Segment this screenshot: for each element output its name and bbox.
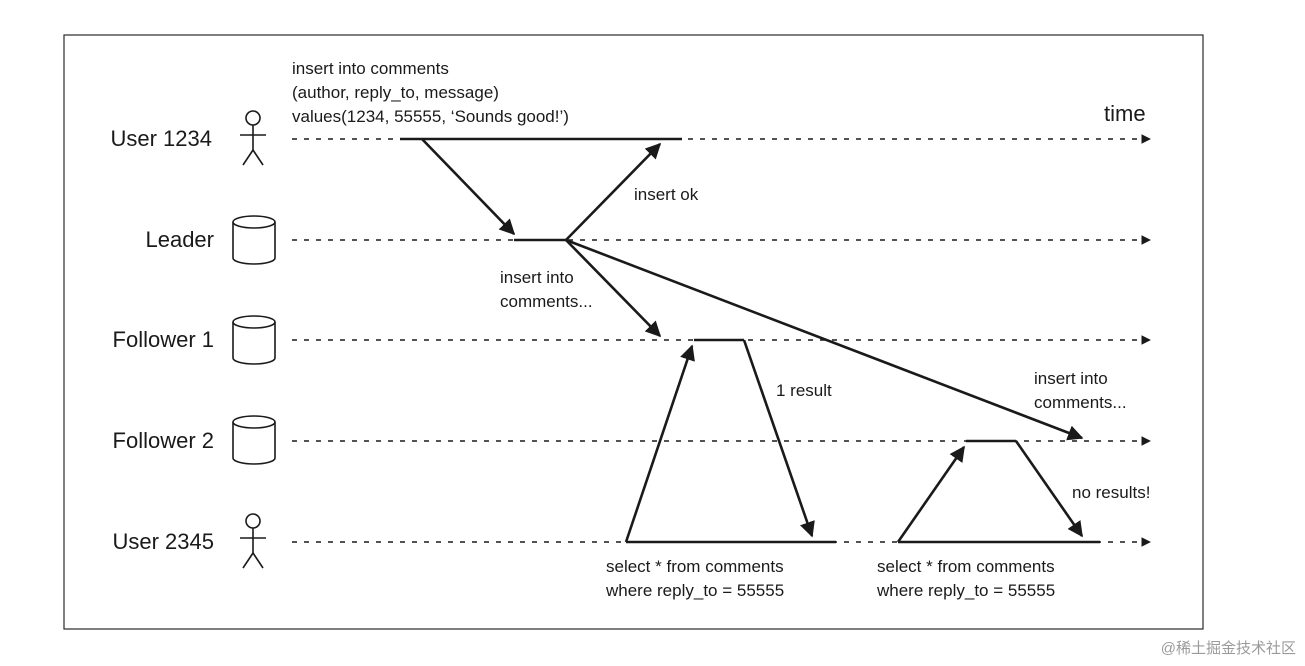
replicate-follower-1-line-2: comments... [500,292,593,311]
arrow-no-results [1014,440,1084,538]
user-icon [240,513,266,569]
query-2-line-2: where reply_to = 55555 [876,581,1055,600]
lane-label-user-2345: User 2345 [112,529,214,554]
user-icon [240,110,266,166]
replicate-follower-2-line-1: insert into [1034,369,1108,388]
database-icon [232,315,276,365]
replicate-follower-1-line-1: insert into [500,268,574,287]
database-icon [232,415,276,465]
lane-label-follower-1: Follower 1 [113,327,214,352]
no-results-label: no results! [1072,483,1150,502]
lane-label-follower-2: Follower 2 [113,428,214,453]
lane-label-leader: Leader [145,227,214,252]
watermark-text: @稀土掘金技术社区 [1161,640,1296,657]
arrow-query-2-to-follower-2 [896,445,966,543]
time-axis-label: time [1104,101,1146,126]
arrow-insert-ok [565,142,662,241]
arrow-write-to-leader [421,138,516,236]
query-1-line-1: select * from comments [606,557,784,576]
insert-statement-line-1: insert into comments [292,59,449,78]
query-1-line-2: where reply_to = 55555 [605,581,784,600]
insert-ok-label: insert ok [634,185,699,204]
arrow-one-result [742,339,815,538]
query-2-line-1: select * from comments [877,557,1055,576]
arrow-replicate-follower-1 [565,239,662,338]
diagram-frame [63,34,1204,630]
lane-label-user-1234: User 1234 [110,126,212,151]
replicate-follower-2-line-2: comments... [1034,393,1127,412]
arrow-replicate-follower-2 [565,238,1084,441]
one-result-label: 1 result [776,381,832,400]
database-icon [232,215,276,265]
arrow-query-1-to-follower-1 [624,344,695,543]
insert-statement-line-2: (author, reply_to, message) [292,83,499,102]
insert-statement-line-3: values(1234, 55555, ‘Sounds good!’) [292,107,569,126]
